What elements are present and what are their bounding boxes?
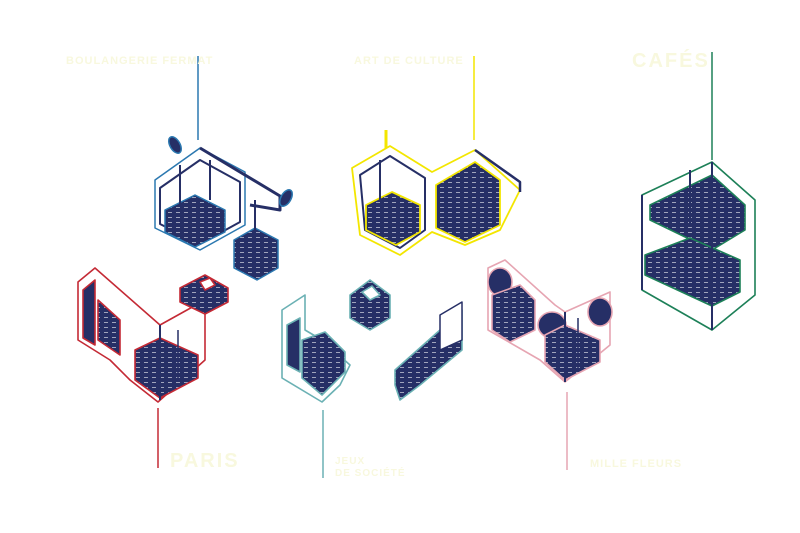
kiosk-paris (77, 267, 229, 403)
kiosk-mille-fleurs (487, 259, 613, 383)
kiosk-jeux-de-societe (281, 279, 463, 403)
label-paris: PARIS (170, 450, 240, 472)
label-jeux-line1: JEUX (335, 456, 366, 467)
label-cafes: CAFÉS (632, 50, 710, 72)
label-jeux-line2: DE SOCIÉTÉ (335, 468, 406, 479)
label-boulangerie: BOULANGERIE FERMAT (66, 55, 214, 67)
kiosk-boulangerie (154, 136, 293, 281)
label-mille-fleurs: MILLE FLEURS (590, 458, 683, 470)
label-art-de-culture: ART DE CULTURE (354, 55, 464, 67)
kiosk-art-de-culture (351, 130, 522, 256)
label-jeux-de-societe: JEUX DE SOCIÉTÉ (335, 456, 406, 480)
kiosk-cafes (641, 161, 756, 331)
leader-lines (157, 52, 713, 478)
